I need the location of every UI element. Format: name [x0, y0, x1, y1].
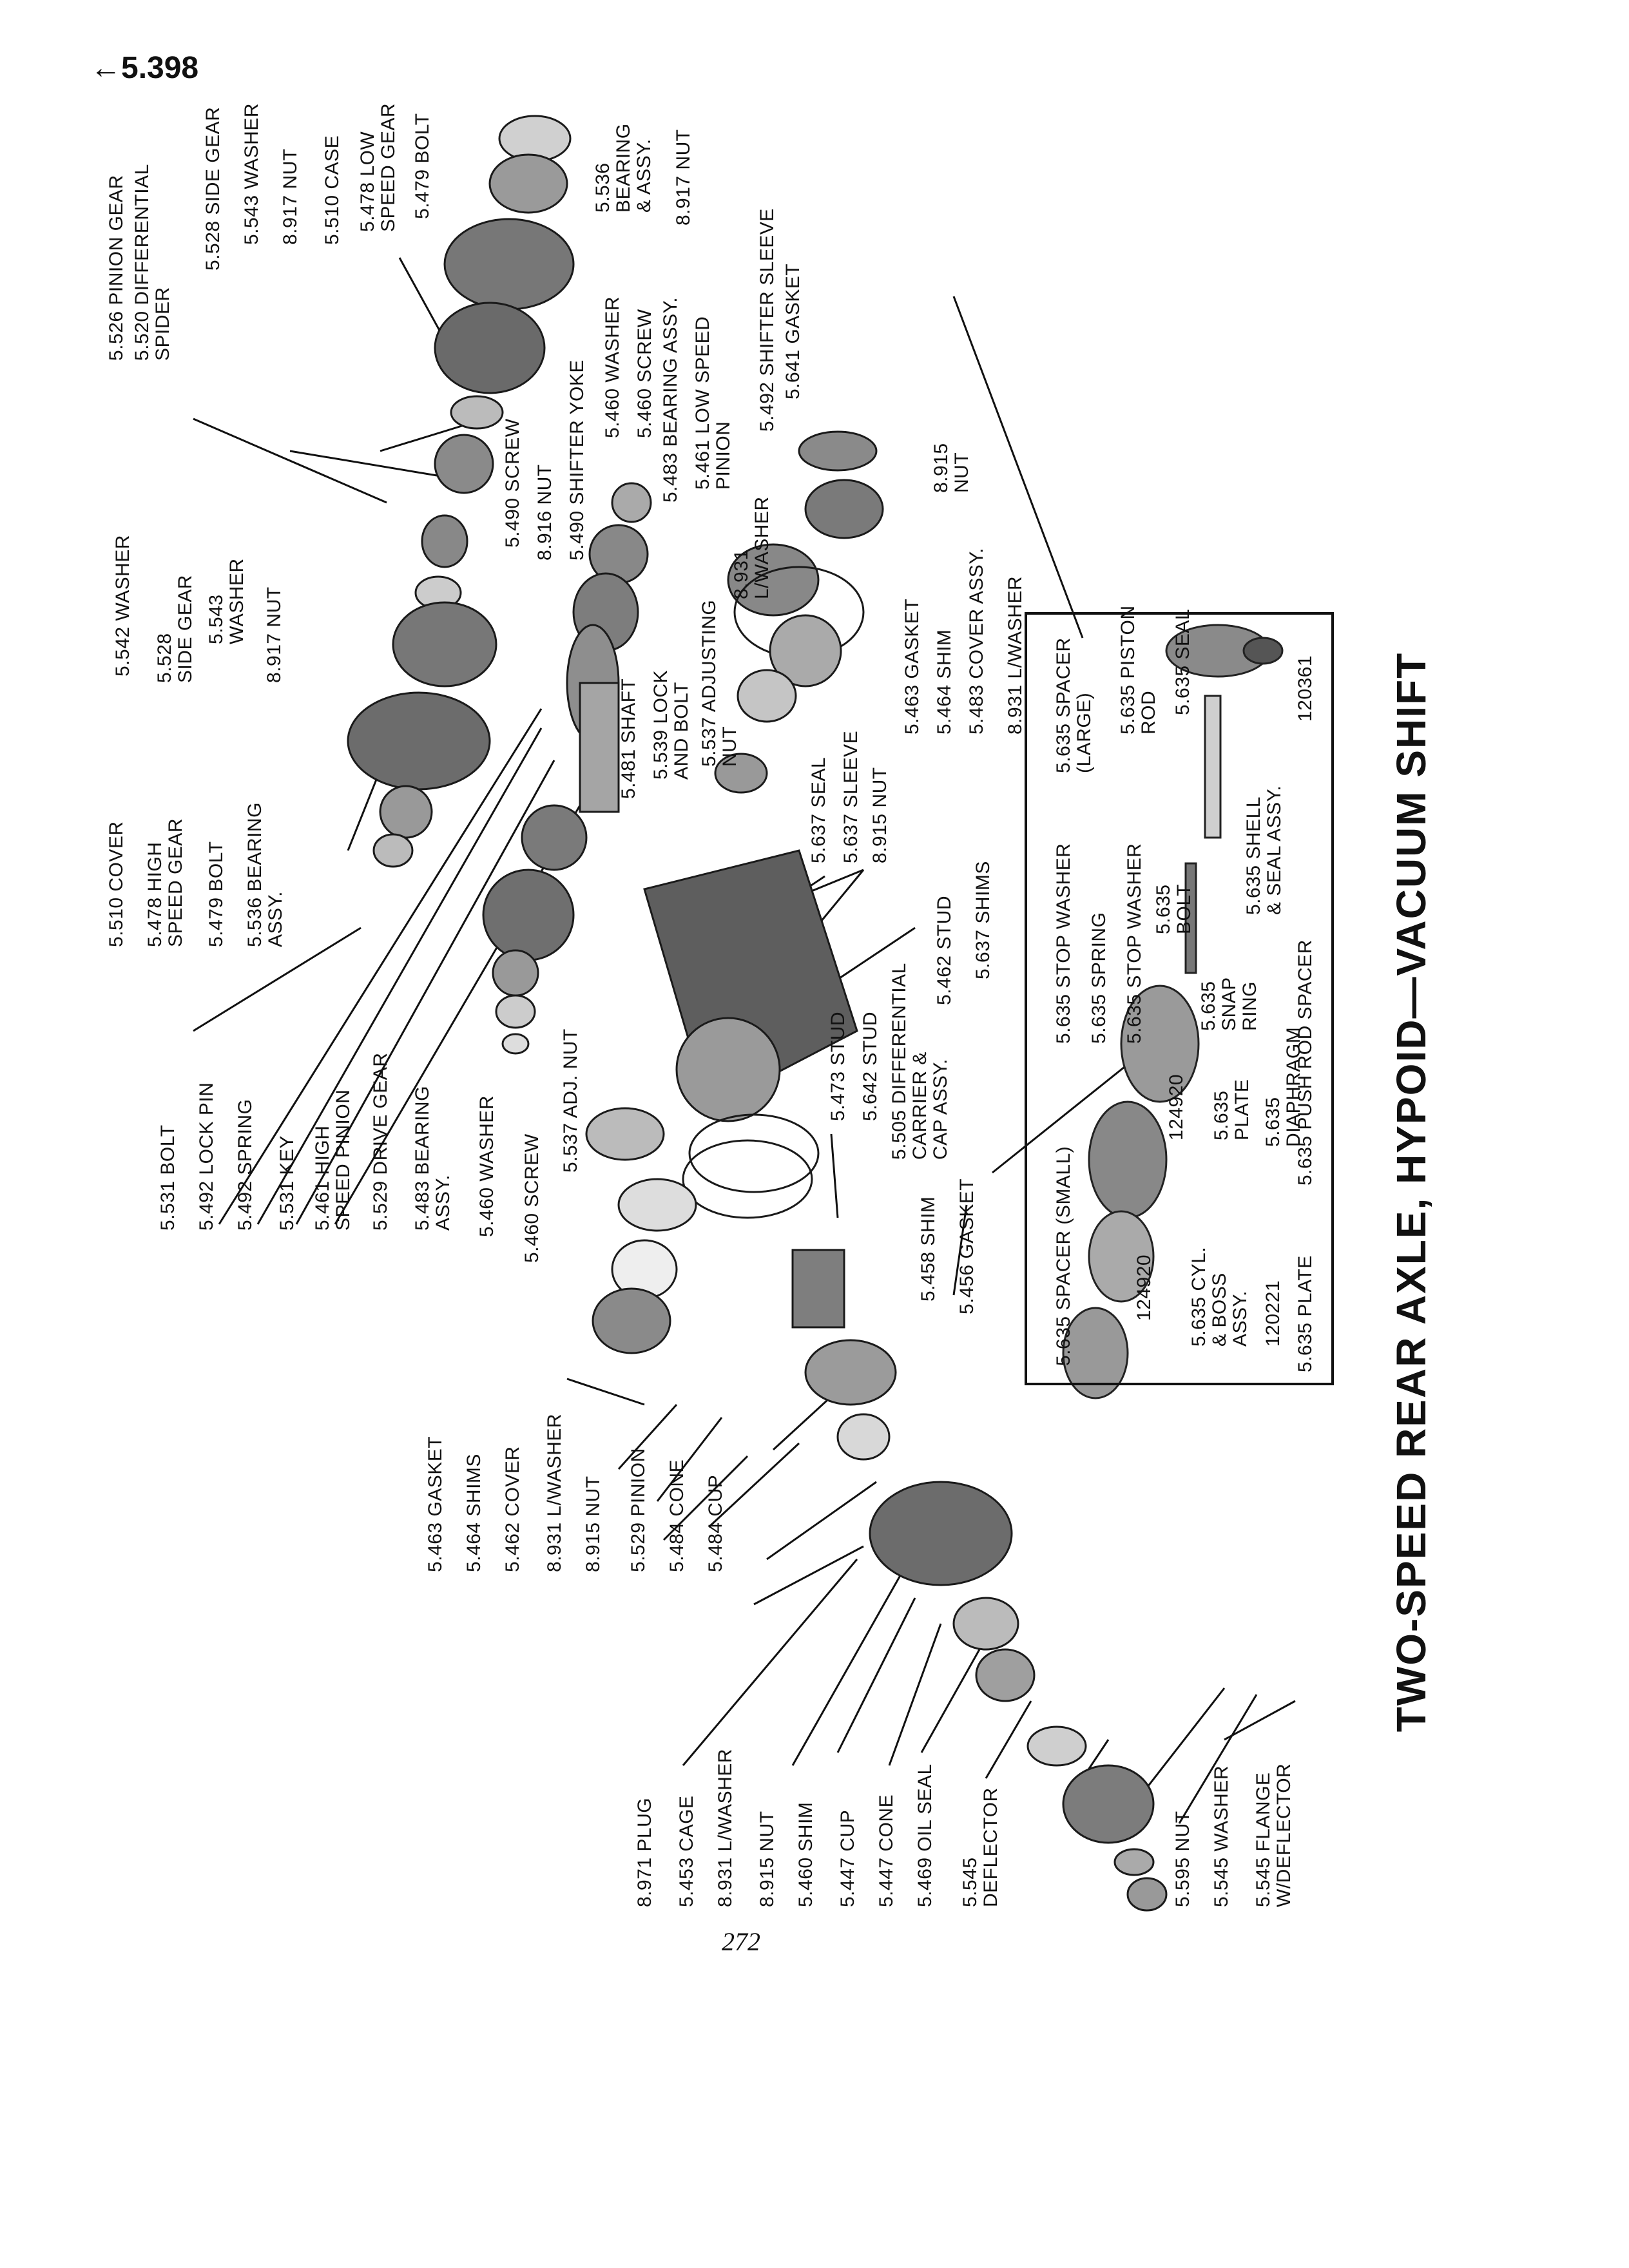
label: 8.915 NUT: [930, 443, 972, 493]
label: 5.529 PINION: [628, 1448, 649, 1572]
label: 5.461 LOW SPEED PINION: [692, 316, 734, 490]
label: 5.545 DEFLECTOR: [959, 1787, 1001, 1907]
label: 5.492 LOCK PIN: [196, 1082, 217, 1231]
label: 5.447 CUP: [837, 1809, 858, 1907]
label: 5.460 WASHER: [476, 1095, 497, 1237]
label: 5.481 SHAFT: [618, 678, 639, 799]
label: 120361: [1295, 655, 1316, 722]
label: 5.641 GASKET: [782, 263, 804, 399]
label: 5.635 SPACER (LARGE): [1053, 637, 1095, 773]
label: 5.478 HIGH SPEED GEAR: [144, 818, 186, 947]
label: 5.635 PLATE: [1211, 1079, 1253, 1140]
label: 5.460 WASHER: [602, 296, 623, 438]
label: 5.637 SEAL: [808, 756, 829, 863]
label: 5.542 WASHER: [112, 535, 133, 677]
label: 124920: [1166, 1073, 1187, 1140]
label: 5.537 ADJ. NUT: [560, 1028, 581, 1173]
label: 5.635 SPRING: [1088, 912, 1110, 1044]
label: 8.931 L/WASHER: [1005, 576, 1026, 735]
label: 5.510 CASE: [322, 135, 343, 245]
label: 5.456 GASKET: [956, 1178, 978, 1314]
label: 5.543 WASHER: [206, 558, 247, 644]
label: 5.483 COVER ASSY.: [966, 548, 987, 735]
page-number: 272: [722, 1927, 760, 1956]
page-reference: ←5.398: [90, 51, 199, 85]
label: 8.915 NUT: [757, 1811, 778, 1907]
label: 5.635 STOP WASHER: [1124, 843, 1145, 1044]
label: 5.528 SIDE GEAR: [154, 575, 196, 683]
label: 5.635 PLATE: [1295, 1255, 1316, 1372]
label: 5.635 SEAL: [1172, 608, 1193, 715]
label: 5.447 CONE: [876, 1794, 897, 1907]
label: 5.545 FLANGE W/DEFLECTOR: [1253, 1763, 1295, 1907]
label: 5.464 SHIM: [934, 629, 955, 735]
label: 8.917 NUT: [280, 148, 301, 245]
label: 5.543 WASHER: [241, 103, 262, 245]
label: 5.461 HIGH SPEED PINION: [312, 1089, 354, 1231]
label: 5.637 SLEEVE: [840, 730, 862, 863]
label: 5.460 SCREW: [521, 1133, 543, 1263]
label: 8.971 PLUG: [634, 1797, 655, 1907]
label: 120221: [1262, 1280, 1284, 1347]
label: 5.492 SHIFTER SLEEVE: [757, 208, 778, 432]
label: 8.915 NUT: [869, 767, 891, 863]
label: 5.536 BEARING & ASSY.: [592, 123, 655, 213]
label: 5.490 SCREW: [502, 418, 523, 548]
label: 8.915 NUT: [583, 1475, 604, 1572]
label: 8.917 NUT: [673, 129, 694, 226]
label: 5.479 BOLT: [412, 113, 433, 219]
label: 5.635 SHELL & SEAL ASSY.: [1243, 785, 1285, 915]
label: 5.635 PISTON ROD: [1117, 605, 1159, 735]
label: 8.931 L/WASHER: [731, 496, 773, 599]
label: 5.536 BEARING ASSY.: [244, 802, 286, 947]
label: 5.520 DIFFERENTIAL SPIDER: [131, 164, 173, 361]
label: 5.531 BOLT: [157, 1124, 178, 1231]
label: 8.931 L/WASHER: [544, 1414, 565, 1572]
label: 5.483 BEARING ASSY.: [660, 296, 681, 503]
label: 8.916 NUT: [534, 464, 555, 561]
label: 5.458 SHIM: [918, 1196, 939, 1302]
label: 5.635 DIAPHRAGM: [1262, 1026, 1304, 1147]
label: 5.463 GASKET: [901, 598, 923, 735]
label: 5.463 GASKET: [425, 1436, 446, 1572]
label: 5.473 STUD: [827, 1011, 849, 1121]
label: 5.484 CONE: [666, 1459, 688, 1572]
label: 5.453 CAGE: [676, 1795, 697, 1907]
label: 8.931 L/WASHER: [715, 1749, 736, 1907]
label: 5.462 COVER: [502, 1446, 523, 1572]
label: 5.637 SHIMS: [972, 861, 994, 979]
label: 5.529 DRIVE GEAR: [370, 1052, 391, 1231]
label: 5.492 SPRING: [235, 1099, 256, 1231]
label: 5.526 PINION GEAR: [106, 175, 127, 361]
label: 5.478 LOW SPEED GEAR: [357, 102, 399, 232]
label: 5.635 SPACER (SMALL): [1053, 1146, 1074, 1366]
label: 5.479 BOLT: [206, 841, 227, 947]
label: 5.484 CUP: [705, 1474, 726, 1572]
label: 5.490 SHIFTER YOKE: [566, 360, 588, 561]
label: 5.635 CYL. & BOSS ASSY.: [1188, 1246, 1251, 1347]
label: 5.505 DIFFERENTIAL CARRIER & CAP ASSY.: [889, 963, 951, 1160]
label: 5.460 SCREW: [634, 309, 655, 438]
label: 5.469 OIL SEAL: [914, 1763, 936, 1907]
label: 5.483 BEARING ASSY.: [412, 1086, 454, 1231]
label: 5.595 NUT: [1172, 1811, 1193, 1907]
label: 5.635 SNAP RING: [1198, 977, 1260, 1031]
figure-title: TWO-SPEED REAR AXLE, HYPOID—VACUUM SHIFT: [1388, 651, 1434, 1733]
label: 5.531 KEY: [276, 1135, 298, 1231]
label: 5.528 SIDE GEAR: [202, 106, 224, 271]
label: 5.635 STOP WASHER: [1053, 843, 1074, 1044]
label: 5.537 ADJUSTING NUT: [699, 599, 740, 767]
label: 5.510 COVER: [106, 821, 127, 947]
label: 5.635 BOLT: [1153, 883, 1195, 934]
label: 8.917 NUT: [264, 586, 285, 683]
label: 5.539 LOCK AND BOLT: [650, 669, 692, 780]
label: 5.464 SHIMS: [463, 1454, 485, 1572]
label: 5.545 WASHER: [1211, 1765, 1232, 1907]
label: 5.642 STUD: [860, 1011, 881, 1121]
vacuum-shift-inset-frame: [1025, 612, 1334, 1385]
label: 5.460 SHIM: [795, 1802, 816, 1907]
label: 124920: [1133, 1254, 1155, 1321]
